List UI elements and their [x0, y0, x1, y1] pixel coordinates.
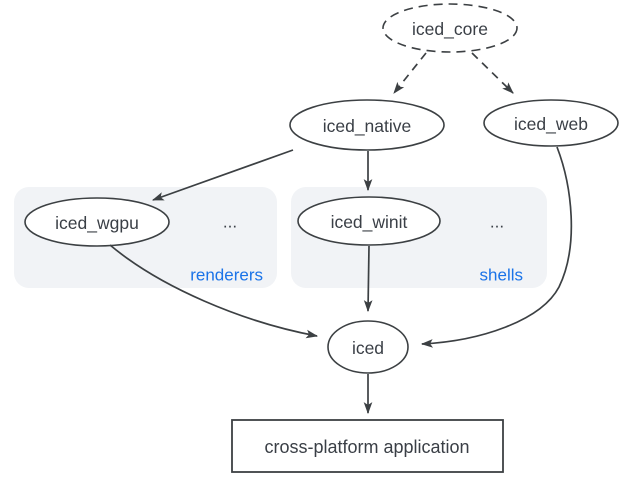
edge-iced-wgpu-to-iced	[109, 244, 319, 339]
node-iced-label: iced	[352, 338, 384, 358]
node-cross-platform-application-label: cross-platform application	[264, 437, 469, 457]
node-cross-platform-application-box	[231, 419, 504, 473]
edge-iced-web-to-iced	[420, 146, 573, 348]
node-iced-ellipse	[327, 320, 409, 374]
edge-iced-native-to-iced-wgpu	[151, 149, 294, 201]
node-iced-core-ellipse	[382, 3, 518, 53]
node-iced-web-ellipse	[483, 99, 619, 147]
node-iced-winit-label: iced_winit	[331, 212, 408, 233]
edge-iced-core-to-iced-web	[471, 52, 514, 94]
renderers-ellipsis: ...	[223, 213, 237, 232]
renderers-group-label: renderers	[190, 266, 263, 285]
node-iced-native-ellipse	[289, 99, 445, 151]
node-iced-wgpu-label: iced_wgpu	[55, 213, 139, 234]
node-iced-native-label: iced_native	[323, 116, 412, 137]
edge-iced-winit-to-iced	[363, 245, 373, 313]
shells-group-label: shells	[480, 266, 523, 285]
node-iced-web-label: iced_web	[514, 114, 588, 135]
node-iced-wgpu-ellipse	[24, 197, 170, 247]
shells-ellipsis: ...	[490, 213, 504, 232]
node-iced-core-label: iced_core	[412, 19, 488, 40]
node-iced-winit-ellipse	[297, 196, 441, 246]
edge-iced-core-to-iced-native	[393, 52, 427, 94]
